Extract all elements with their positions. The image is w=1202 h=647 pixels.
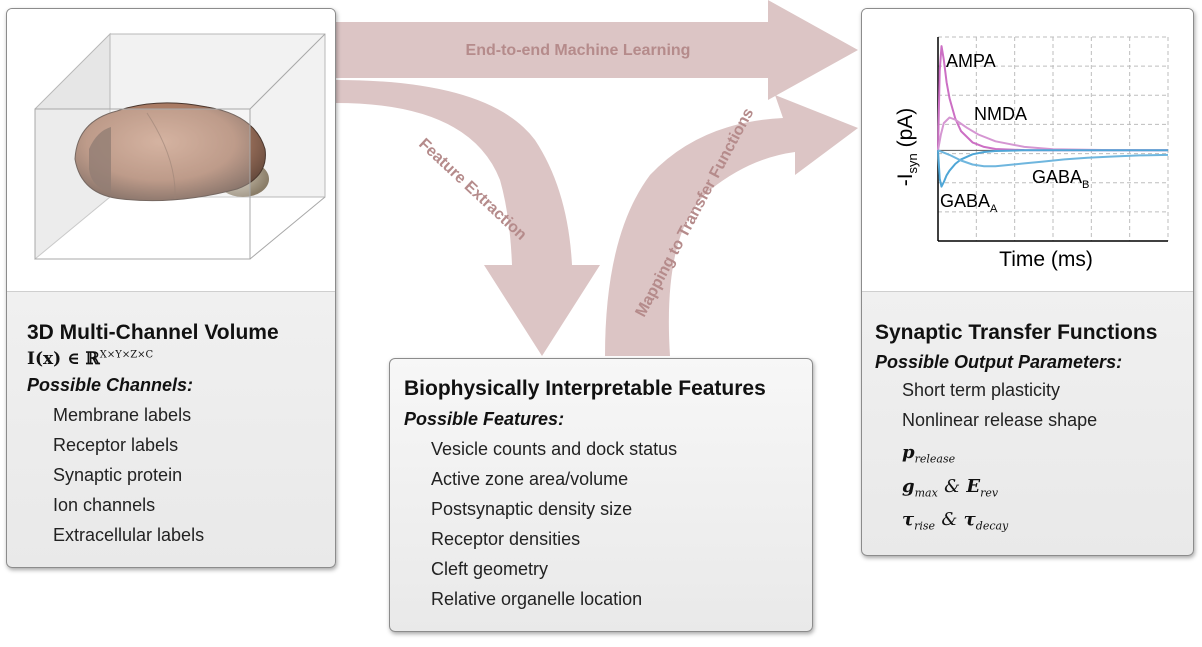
param-tr-sub: rise [914,519,936,533]
param-e-sub: rev [980,486,999,500]
param-p-sub: release [914,452,956,466]
output-list: Short term plasticity Nonlinear release … [875,375,1191,435]
brain-volume-illustration [34,32,326,261]
channel-item: Membrane labels [53,405,192,425]
transfer-chart-area: Time (ms) -Isyn (pA) AMPA NMDA GABAB GAB… [862,9,1193,292]
chart-series [937,45,1169,188]
param-gmax-erev: gmax & Erev [902,473,1191,507]
output-item: Short term plasticity [902,380,1061,400]
param-amp-2: & [941,509,958,531]
output-item: Nonlinear release shape [902,410,1098,430]
param-e: E [966,475,981,497]
chart-grid [938,36,1169,241]
volume-text-area: 3D Multi-Channel Volume I(x) ∈ ℝX×Y×Z×C … [27,321,327,550]
series-line-gabab [937,149,1169,168]
series-label-gaba-a: GABAA [940,191,998,215]
series-line-gabaa [937,149,1168,188]
brain-icon [74,102,269,202]
formula-sup: X×Y×Z×C [99,349,154,361]
channel-list: Membrane labels Receptor labels Synaptic… [27,400,327,550]
channel-item: Receptor labels [53,435,179,455]
feature-item: Relative organelle location [431,589,643,609]
y-axis-label-sub: syn [905,153,920,173]
gaba-b-sub: B [1082,179,1089,191]
feature-item: Cleft geometry [431,559,549,579]
psc-chart: Time (ms) -Isyn (pA) AMPA NMDA GABAB GAB… [894,36,1169,271]
transfer-subtitle: Possible Output Parameters: [875,352,1123,372]
x-axis-label: Time (ms) [999,248,1093,271]
param-g-sub: max [914,486,938,500]
end-to-end-arrow [336,0,858,100]
formula-lhs: I(x) ∈ ℝ [27,349,100,369]
y-axis-label: -Isyn (pA) [894,108,920,187]
features-title: Biophysically Interpretable Features [404,377,766,400]
gaba-a-name: GABA [940,191,990,211]
gaba-b-name: GABA [1032,167,1082,187]
param-td: τ [963,509,976,531]
transfer-text-area: Synaptic Transfer Functions Possible Out… [875,321,1191,540]
param-g: g [902,475,915,497]
volume-panel: 3D Multi-Channel Volume I(x) ∈ ℝX×Y×Z×C … [6,8,336,568]
features-subtitle: Possible Features: [404,409,565,429]
param-td-sub: decay [975,519,1009,533]
param-list: prelease gmax & Erev τrise & τdecay [875,439,1191,540]
transfer-panel: Time (ms) -Isyn (pA) AMPA NMDA GABAB GAB… [861,8,1194,556]
channel-item: Synaptic protein [53,465,183,485]
feature-item: Receptor densities [431,529,581,549]
y-axis-label-main: -I [894,173,917,186]
feature-item: Vesicle counts and dock status [431,439,678,459]
volume-image-area [7,9,335,292]
feature-extraction-arrow [336,80,600,356]
y-axis-label-unit: (pA) [894,108,917,154]
end-to-end-label: End-to-end Machine Learning [466,42,691,59]
volume-subtitle: Possible Channels: [27,375,194,395]
feature-item: Postsynaptic density size [431,499,633,519]
feature-list: Vesicle counts and dock status Active zo… [404,434,804,614]
param-p: p [902,442,915,463]
volume-title: 3D Multi-Channel Volume [27,321,279,344]
mapping-arrow [605,95,858,356]
volume-formula: I(x) ∈ ℝX×Y×Z×C [27,349,327,369]
param-tau: τrise & τdecay [902,506,1191,540]
param-amp: & [944,475,961,497]
param-tr: τ [902,509,915,531]
series-label-nmda: NMDA [974,104,1027,124]
series-label-gaba-b: GABAB [1032,167,1089,191]
feature-item: Active zone area/volume [431,469,629,489]
channel-item: Extracellular labels [53,525,205,545]
series-label-ampa: AMPA [946,51,996,71]
features-panel: Biophysically Interpretable Features Pos… [389,358,813,632]
param-release: prelease [902,439,1191,473]
gaba-a-sub: A [990,203,998,215]
channel-item: Ion channels [53,495,156,515]
transfer-title: Synaptic Transfer Functions [875,321,1158,344]
